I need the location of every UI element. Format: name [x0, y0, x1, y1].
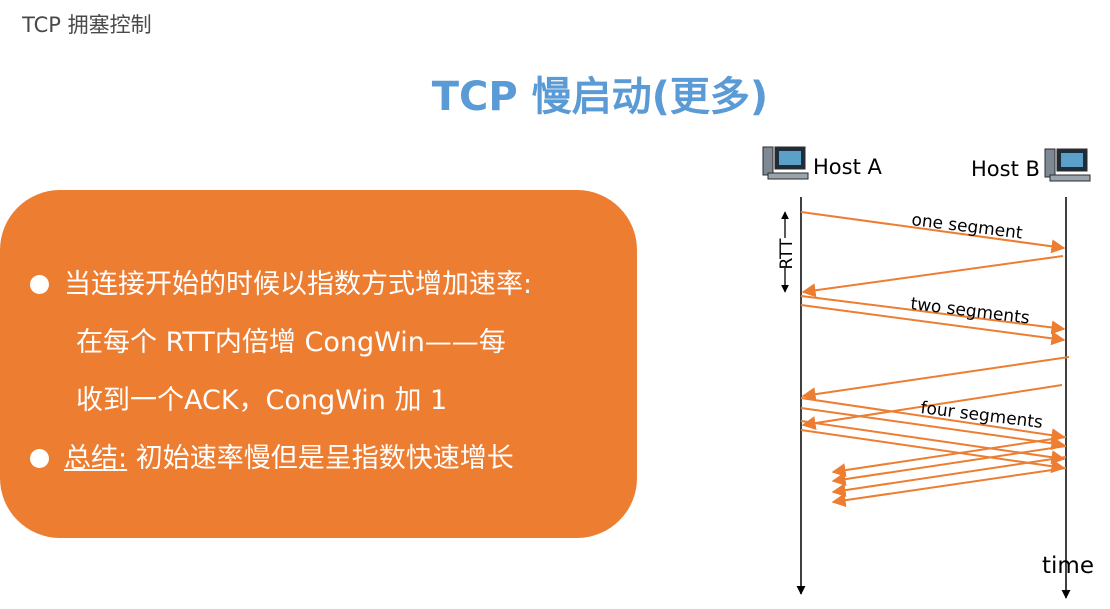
ack-arrow: [831, 445, 1067, 487]
bullet-continuation: 收到一个ACK，CongWin 加 1: [28, 378, 628, 436]
summary-callout: [0, 190, 637, 538]
bullet-continuation-text: 收到一个ACK，CongWin 加 1: [76, 385, 448, 416]
host-b-label: Host B: [971, 157, 1040, 181]
segment-arrow-four: [800, 429, 1066, 474]
bullet-list: 当连接开始的时候以指数方式增加速率: 在每个 RTT内倍增 CongWin——每…: [28, 262, 628, 494]
section-header: TCP 拥塞控制: [22, 13, 152, 37]
segment-arrow-four: [800, 407, 1066, 451]
segment-arrow-two: [800, 295, 1066, 335]
bullet-dot-icon: [30, 449, 49, 468]
bullet-continuation-text: 在每个 RTT内倍增 CongWin——每: [76, 327, 506, 358]
computer-icon-host-a: [762, 146, 809, 180]
two-segments-label: two segments: [909, 294, 1030, 328]
segment-arrow-four: [800, 397, 1066, 443]
bullet-item: 当连接开始的时候以指数方式增加速率:: [28, 262, 628, 320]
rtt-label: RTT: [777, 238, 797, 270]
slide-title: TCP 慢启动(更多): [431, 74, 769, 120]
summary-prefix: 总结:: [64, 443, 128, 474]
host-a-label: Host A: [813, 155, 882, 179]
ack-arrow: [831, 467, 1067, 508]
bullet-item: 总结: 初始速率慢但是呈指数快速增长: [28, 436, 628, 494]
computer-icon-host-b: [1044, 148, 1091, 182]
bullet-dot-icon: [30, 275, 49, 294]
summary-text: 初始速率慢但是呈指数快速增长: [127, 443, 514, 474]
bullet-text: 总结: 初始速率慢但是呈指数快速增长: [64, 436, 514, 482]
ack-arrow: [831, 456, 1067, 498]
bullet-continuation: 在每个 RTT内倍增 CongWin——每: [28, 320, 628, 378]
segment-arrow-two: [800, 304, 1066, 346]
segment-arrow-one: [800, 211, 1066, 254]
ack-arrow: [801, 356, 1070, 402]
ack-arrow: [801, 255, 1064, 298]
time-label: time: [1042, 553, 1094, 579]
ack-arrow: [831, 436, 1067, 478]
one-segment-label: one segment: [910, 210, 1024, 243]
ack-arrow: [801, 384, 1063, 430]
bullet-text: 当连接开始的时候以指数方式增加速率:: [64, 269, 533, 300]
